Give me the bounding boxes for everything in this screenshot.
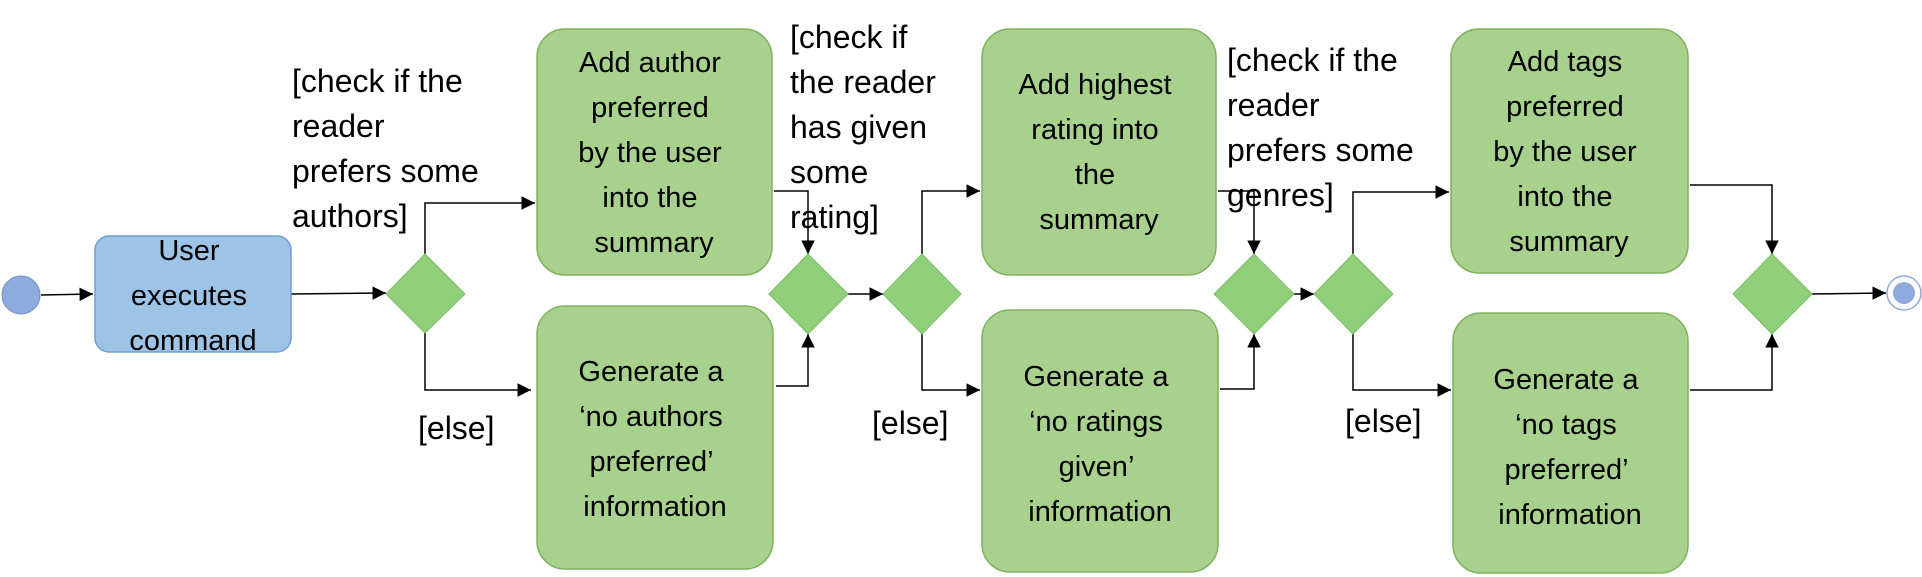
merge-authors xyxy=(768,253,849,335)
action-label: Add tags preferred by the user into the … xyxy=(1493,46,1645,258)
action-box xyxy=(1452,312,1689,574)
action-label: Add author preferred by the user into th… xyxy=(578,47,730,259)
edge-merge3-to-end xyxy=(1811,286,1887,300)
final-node-dot xyxy=(1893,282,1915,304)
decision-genres xyxy=(1313,253,1394,335)
edge-add-rating-to-merge2 xyxy=(1218,190,1261,254)
guard-rating-check: [check if the reader has given some rati… xyxy=(790,19,945,235)
initial-node xyxy=(1,275,41,315)
action-box xyxy=(1450,28,1689,274)
edge-no-authors-to-merge1 xyxy=(776,334,815,387)
action-box xyxy=(981,309,1219,573)
action-no-ratings: Generate a ‘no ratings given’ informatio… xyxy=(981,309,1219,573)
action-box xyxy=(981,28,1217,276)
action-no-authors: Generate a ‘no authors preferred’ inform… xyxy=(536,305,774,570)
action-add-rating: Add highest rating into the summary xyxy=(981,28,1217,276)
edge-add-tags-to-merge3 xyxy=(1690,184,1779,254)
guard-genres-check: [check if the reader prefers some genres… xyxy=(1227,42,1423,213)
action-label: Generate a ‘no ratings given’ informatio… xyxy=(1023,361,1176,528)
action-add-author: Add author preferred by the user into th… xyxy=(536,28,773,276)
edge-decision2-to-no-ratings xyxy=(921,334,980,397)
action-label: Generate a ‘no authors preferred’ inform… xyxy=(578,356,731,523)
action-no-tags: Generate a ‘no tags preferred’ informati… xyxy=(1452,312,1689,574)
merge-rating xyxy=(1213,253,1295,335)
merge-genres xyxy=(1732,253,1813,335)
edge-no-tags-to-merge3 xyxy=(1690,334,1779,391)
action-box xyxy=(536,305,774,570)
edge-decision3-to-no-tags xyxy=(1352,334,1451,397)
decision-authors xyxy=(385,253,466,334)
final-node xyxy=(1886,275,1922,311)
guard-rating-else: [else] xyxy=(872,405,948,441)
edge-user-to-decision1 xyxy=(290,286,387,300)
edge-decision2-to-add-rating xyxy=(921,184,980,254)
edge-decision1-to-no-authors xyxy=(424,332,531,397)
guard-authors-else: [else] xyxy=(418,410,494,446)
edge-decision3-to-add-tags xyxy=(1352,185,1449,254)
action-box xyxy=(94,235,292,353)
edge-start-to-user xyxy=(40,287,94,302)
action-label: User executes command xyxy=(129,235,256,357)
action-box xyxy=(536,28,773,276)
guard-authors-check: [check if the reader prefers some author… xyxy=(292,63,488,234)
action-add-tags: Add tags preferred by the user into the … xyxy=(1450,28,1689,274)
action-user-executes-command: User executes command xyxy=(94,235,292,357)
edges xyxy=(40,184,1887,397)
guard-genres-else: [else] xyxy=(1345,403,1421,439)
action-label: Add highest rating into the summary xyxy=(1018,69,1179,236)
edge-no-ratings-to-merge2 xyxy=(1220,334,1261,390)
edge-decision1-to-add-author xyxy=(424,196,535,254)
action-label: Generate a ‘no tags preferred’ informati… xyxy=(1493,364,1646,531)
decision-rating xyxy=(882,253,962,335)
edge-add-author-to-merge1 xyxy=(774,190,815,254)
